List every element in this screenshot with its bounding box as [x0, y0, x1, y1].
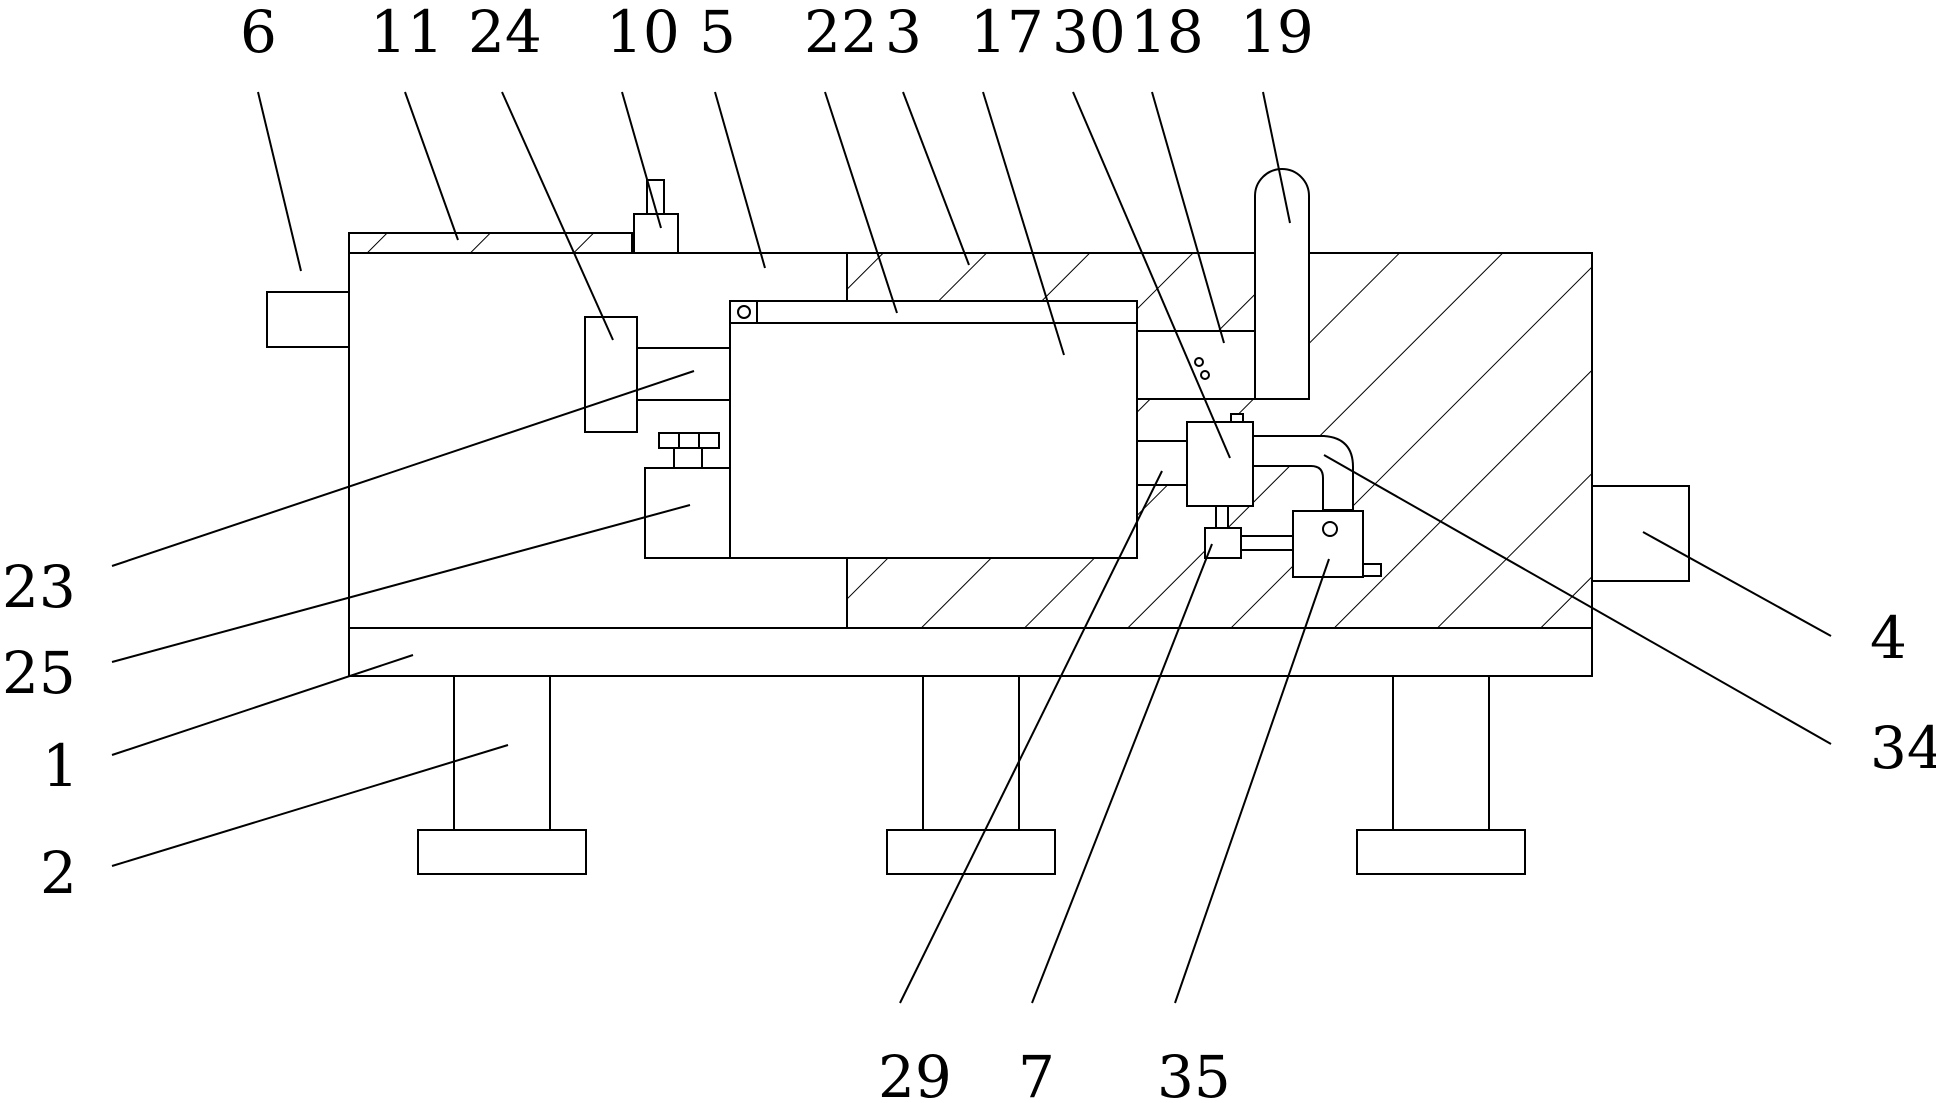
vent-duct	[1136, 330, 1256, 400]
exhaust-tube	[1254, 168, 1310, 400]
label-17: 17	[970, 0, 1044, 66]
label-35: 35	[1157, 1043, 1231, 1103]
outlet-pipe	[1136, 440, 1188, 486]
label-22: 22	[804, 0, 878, 66]
label-24: 24	[468, 0, 542, 66]
right-port	[1591, 485, 1690, 582]
labels-right: 4 34	[1870, 604, 1936, 782]
mounting-block	[644, 432, 731, 559]
labels-top: 6 11 24 10 5 22 3 17 30 18 19	[240, 0, 1314, 66]
labels-bottom: 29 7 35	[878, 1043, 1231, 1103]
label-5: 5	[699, 0, 736, 66]
label-23: 23	[2, 553, 76, 621]
leader-lines	[111, 91, 1832, 1004]
label-18: 18	[1130, 0, 1204, 66]
base-plate	[348, 627, 1593, 677]
label-10: 10	[606, 0, 680, 66]
connector	[1204, 527, 1294, 559]
label-3: 3	[885, 0, 922, 66]
left-port	[266, 291, 350, 348]
label-19: 19	[1240, 0, 1314, 66]
label-11: 11	[370, 0, 444, 66]
label-1: 1	[42, 732, 79, 800]
label-7: 7	[1018, 1043, 1055, 1103]
label-2: 2	[40, 839, 77, 907]
labels-left: 23 25 1 2	[2, 553, 79, 907]
label-34: 34	[1870, 714, 1936, 782]
support-legs	[417, 675, 1526, 875]
top-fitting	[633, 179, 679, 254]
motor-assembly	[584, 316, 731, 433]
pump	[1292, 510, 1382, 578]
inner-chamber	[729, 300, 1138, 559]
label-30: 30	[1052, 0, 1126, 66]
top-cover-strip	[348, 232, 633, 254]
label-25: 25	[2, 639, 76, 707]
label-29: 29	[878, 1043, 952, 1103]
label-4: 4	[1870, 604, 1907, 672]
label-6: 6	[240, 0, 277, 66]
